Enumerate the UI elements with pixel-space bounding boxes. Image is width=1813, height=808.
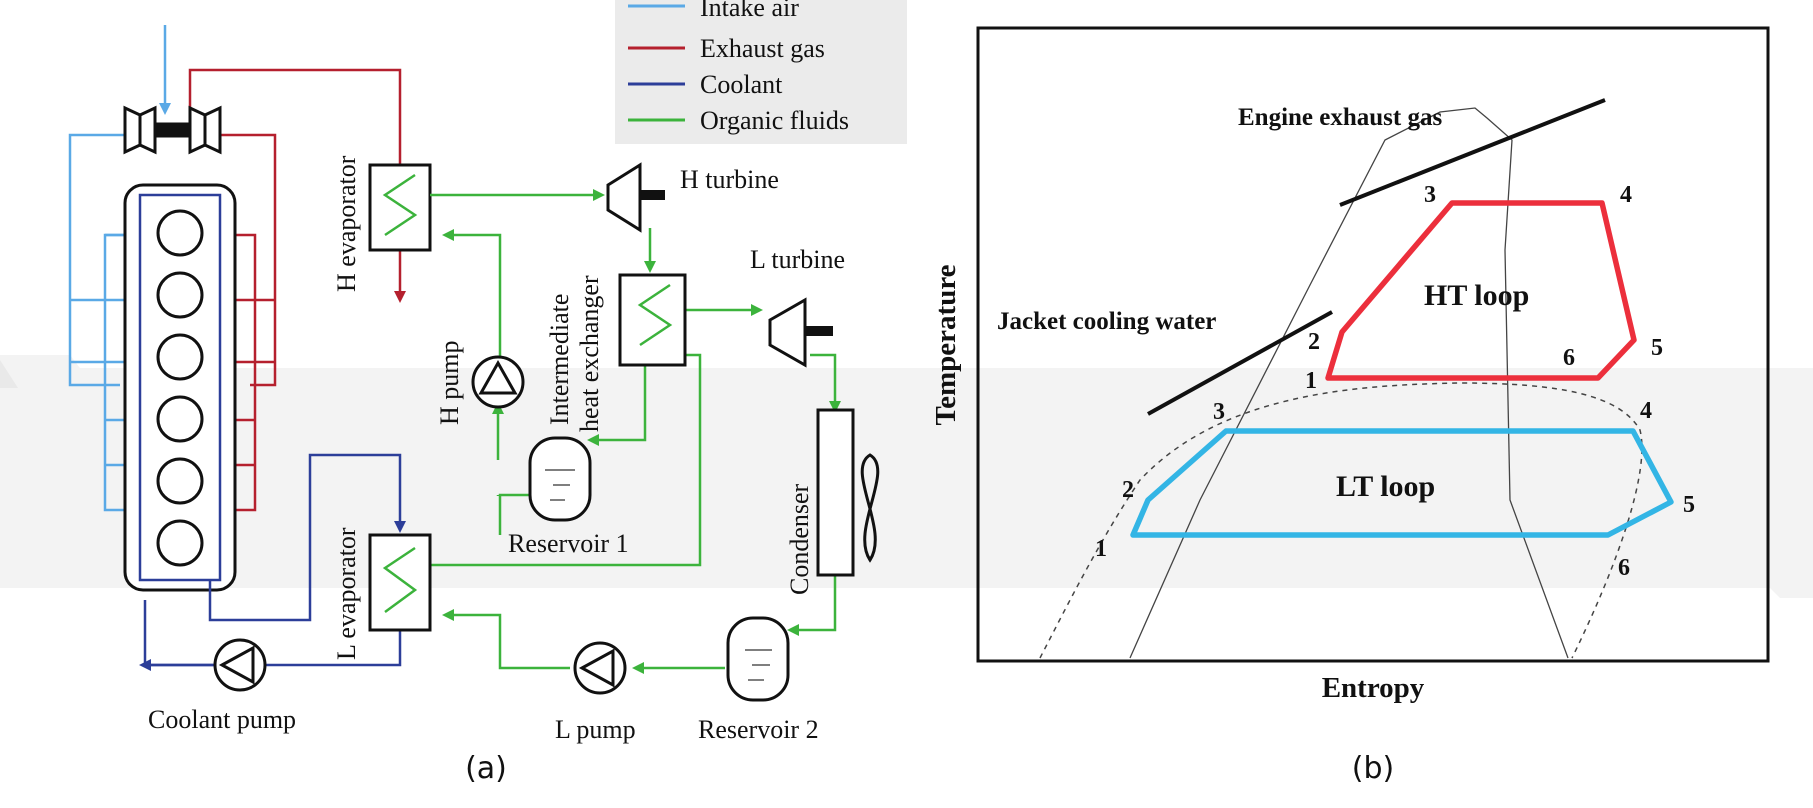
- caption-a: (a): [465, 751, 507, 786]
- reservoir-2: Reservoir 2: [698, 616, 819, 744]
- coolant-lines: [139, 453, 406, 671]
- lt-point-3: 3: [1213, 399, 1225, 425]
- ht-point-6: 6: [1563, 345, 1575, 371]
- reservoir-1: Reservoir 1: [508, 436, 629, 558]
- lt-point-6: 6: [1618, 555, 1630, 581]
- engine-cylinders: [156, 209, 204, 567]
- lt-point-1: 1: [1095, 536, 1107, 562]
- lt-point-5: 5: [1683, 492, 1695, 518]
- turbine-icon: [768, 297, 807, 368]
- label-h-pump: H pump: [435, 341, 464, 426]
- lt-point-4: 4: [1640, 398, 1652, 424]
- ht-point-1: 1: [1305, 368, 1317, 394]
- condenser-icon: [816, 408, 855, 577]
- lt-loop-cycle: [1130, 428, 1674, 538]
- jacket-water-line: [1147, 310, 1333, 416]
- turbocharger-icon: [123, 105, 222, 155]
- reservoir-icon: [528, 436, 592, 522]
- saturation-dome: [1039, 382, 1643, 659]
- label-h-evaporator: H evaporator: [332, 155, 361, 292]
- ht-point-5: 5: [1651, 335, 1663, 361]
- lt-point-2: 2: [1122, 477, 1134, 503]
- label-coolant-pump: Coolant pump: [148, 705, 296, 734]
- h-pump: H pump: [435, 341, 525, 426]
- label-reservoir-2: Reservoir 2: [698, 715, 819, 744]
- condenser: Condenser: [785, 408, 880, 595]
- h-turbine: H turbine: [606, 162, 779, 233]
- annotation-ht-loop: HT loop: [1424, 279, 1529, 312]
- legend-label-intake-air: Intake air: [700, 0, 799, 22]
- heat-exchanger-icon: [618, 273, 687, 367]
- ht-point-2: 2: [1308, 329, 1320, 355]
- legend-label-exhaust-gas: Exhaust gas: [700, 34, 825, 63]
- ht-point-labels: 1 2 3 4 5 6: [1305, 182, 1663, 394]
- label-l-turbine: L turbine: [750, 245, 845, 274]
- annotation-jacket-cooling-water: Jacket cooling water: [997, 308, 1216, 335]
- label-intermediate-line2: heat exchanger: [575, 275, 604, 432]
- lt-point-labels: 1 2 3 4 5 6: [1095, 398, 1695, 581]
- ht-point-4: 4: [1620, 182, 1632, 208]
- exhaust-gas-lines: [188, 68, 406, 512]
- h-evaporator: H evaporator: [332, 155, 432, 292]
- label-intermediate-line1: Intermediate: [545, 294, 574, 425]
- turbine-icon: [606, 162, 642, 233]
- engine-block-icon: [123, 183, 237, 592]
- ht-loop-cycle: [1325, 200, 1637, 381]
- watermark-band: [0, 355, 1813, 598]
- legend: Intake air Exhaust gas Coolant Organic f…: [615, 0, 907, 144]
- ht-point-3: 3: [1424, 182, 1436, 208]
- coolant-pump: Coolant pump: [148, 638, 296, 734]
- panel-b: Engine exhaust gas Jacket cooling water …: [930, 26, 1770, 786]
- annotation-lt-loop: LT loop: [1336, 470, 1435, 503]
- heat-exchanger-icon: [368, 533, 432, 632]
- legend-label-coolant: Coolant: [700, 70, 783, 99]
- label-h-turbine: H turbine: [680, 165, 779, 194]
- legend-label-organic-fluids: Organic fluids: [700, 106, 849, 135]
- label-l-evaporator: L evaporator: [332, 527, 361, 660]
- annotation-engine-exhaust-gas: Engine exhaust gas: [1238, 104, 1442, 131]
- plot-frame: [976, 26, 1770, 663]
- exhaust-gas-line: [1339, 98, 1606, 207]
- reservoir-icon: [726, 616, 790, 702]
- l-pump: L pump: [555, 641, 636, 744]
- l-evaporator: L evaporator: [332, 527, 432, 660]
- caption-b: (b): [1352, 751, 1394, 786]
- label-l-pump: L pump: [555, 715, 636, 744]
- x-axis-label: Entropy: [1322, 672, 1425, 704]
- label-reservoir-1: Reservoir 1: [508, 529, 629, 558]
- heat-exchanger-icon: [368, 163, 432, 252]
- y-axis-label: Temperature: [930, 264, 962, 425]
- panel-a: Intake air Exhaust gas Coolant Organic f…: [68, 0, 907, 786]
- l-turbine: L turbine: [750, 245, 845, 368]
- intermediate-heat-exchanger: Intermediate heat exchanger: [545, 273, 687, 432]
- label-condenser: Condenser: [785, 483, 814, 595]
- condenser-fan-icon: [860, 453, 880, 563]
- isobar-curve: [1129, 107, 1569, 659]
